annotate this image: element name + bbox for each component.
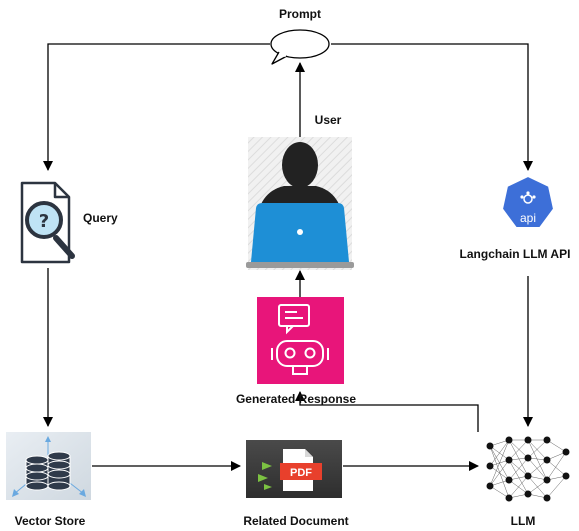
vector-store-label: Vector Store (15, 514, 86, 528)
vector-store-node: Vector Store (6, 432, 91, 528)
edge-prompt-langchain (331, 43, 533, 171)
langchain-node: api Langchain LLM API (460, 174, 571, 261)
pdf-document-icon: PDF (246, 440, 342, 498)
user-laptop-icon (246, 137, 354, 270)
query-node: ? Query (20, 181, 118, 264)
prompt-node: Prompt (270, 7, 330, 65)
svg-text:?: ? (39, 211, 49, 232)
neural-network-icon (486, 436, 570, 502)
user-label: User (315, 113, 342, 127)
pdf-text: PDF (290, 467, 312, 479)
edges (43, 43, 533, 471)
chatbot-icon (257, 297, 344, 384)
edge-llm-generated (295, 391, 479, 432)
llm-label: LLM (511, 514, 536, 528)
speech-bubble-icon (270, 29, 330, 65)
document-search-icon: ? (20, 181, 75, 264)
api-text: api (520, 211, 536, 225)
query-label: Query (83, 211, 118, 225)
llm-node: LLM (486, 436, 570, 528)
langchain-label: Langchain LLM API (460, 247, 571, 261)
api-hexagon-icon: api (500, 174, 556, 229)
user-node: User (246, 113, 354, 270)
generated-response-label: Generated Response (236, 392, 356, 406)
generated-response-node: Generated Response (236, 297, 356, 406)
prompt-label: Prompt (279, 7, 321, 21)
related-document-label: Related Document (243, 514, 348, 528)
edge-prompt-query (43, 43, 270, 171)
database-icon (6, 432, 91, 500)
related-document-node: PDF Related Document (243, 440, 349, 528)
